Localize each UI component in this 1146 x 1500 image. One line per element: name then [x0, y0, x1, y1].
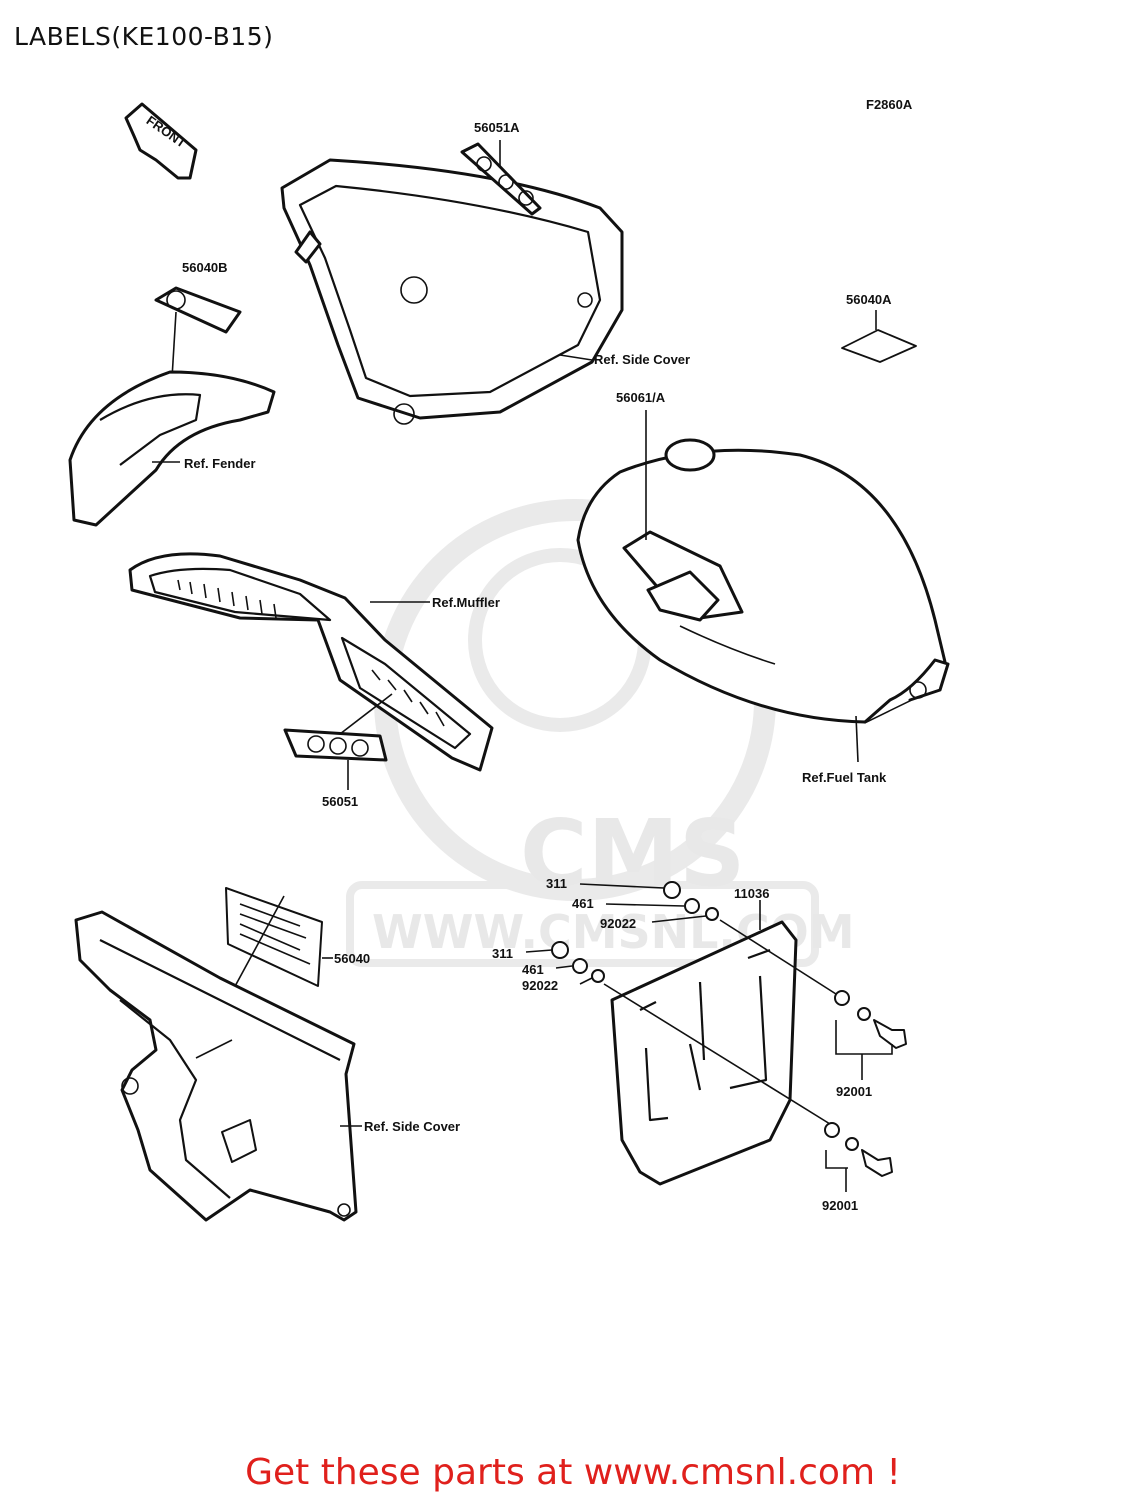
decal-56040: 56040: [194, 887, 370, 1061]
bracket-plate: 11036: [610, 886, 798, 1186]
hardware-lower: 311 461 92022: [492, 941, 831, 1125]
callout-ref-muffler: Ref.Muffler: [432, 595, 500, 610]
page-title: LABELS(KE100-B15): [14, 22, 274, 51]
callout-92022-a: 92022: [600, 916, 636, 931]
front-arrow: FRONT: [124, 102, 198, 180]
decal-56040B: 56040B: [154, 260, 242, 379]
callout-311-a: 311: [546, 876, 567, 891]
bolts-92001-b: 92001: [822, 1122, 893, 1213]
callout-56061A: 56061/A: [616, 390, 666, 405]
decal-56051A: 56051A: [460, 120, 542, 216]
callout-11036: 11036: [734, 886, 769, 901]
figure-code: F2860A: [866, 97, 913, 112]
footer-promo: Get these parts at www.cmsnl.com !: [245, 1452, 901, 1493]
side-cover-bottom: Ref. Side Cover: [74, 910, 460, 1222]
callout-56051A: 56051A: [474, 120, 520, 135]
muffler: Ref.Muffler: [128, 552, 500, 772]
callout-56040A: 56040A: [846, 292, 892, 307]
hardware-upper: 311 461 92022: [546, 876, 837, 995]
callout-56040: 56040: [334, 951, 370, 966]
fender: Ref. Fender: [68, 370, 276, 527]
side-cover-top: [280, 158, 624, 425]
decal-56040A: 56040A: [841, 292, 917, 363]
callout-461-b: 461: [522, 962, 544, 977]
bolts-92001-a: 92001: [834, 990, 907, 1099]
callout-ref-fender: Ref. Fender: [184, 456, 256, 471]
decal-56051: 56051: [283, 693, 393, 809]
callout-92022-b: 92022: [522, 978, 558, 993]
callout-56051: 56051: [322, 794, 358, 809]
callout-ref-fuel-tank: Ref.Fuel Tank: [802, 770, 887, 785]
fuel-tank: 56061/A Ref.Fuel Tank: [576, 390, 950, 785]
watermark-brand: CMS: [520, 800, 745, 907]
callout-ref-side-cover-top: Ref. Side Cover: [594, 352, 690, 367]
callout-92001-a: 92001: [836, 1084, 872, 1099]
callout-92001-b: 92001: [822, 1198, 858, 1213]
callout-461-a: 461: [572, 896, 594, 911]
callout-56040B: 56040B: [182, 260, 228, 275]
callout-ref-side-cover-bottom: Ref. Side Cover: [364, 1119, 460, 1134]
callout-311-b: 311: [492, 946, 513, 961]
